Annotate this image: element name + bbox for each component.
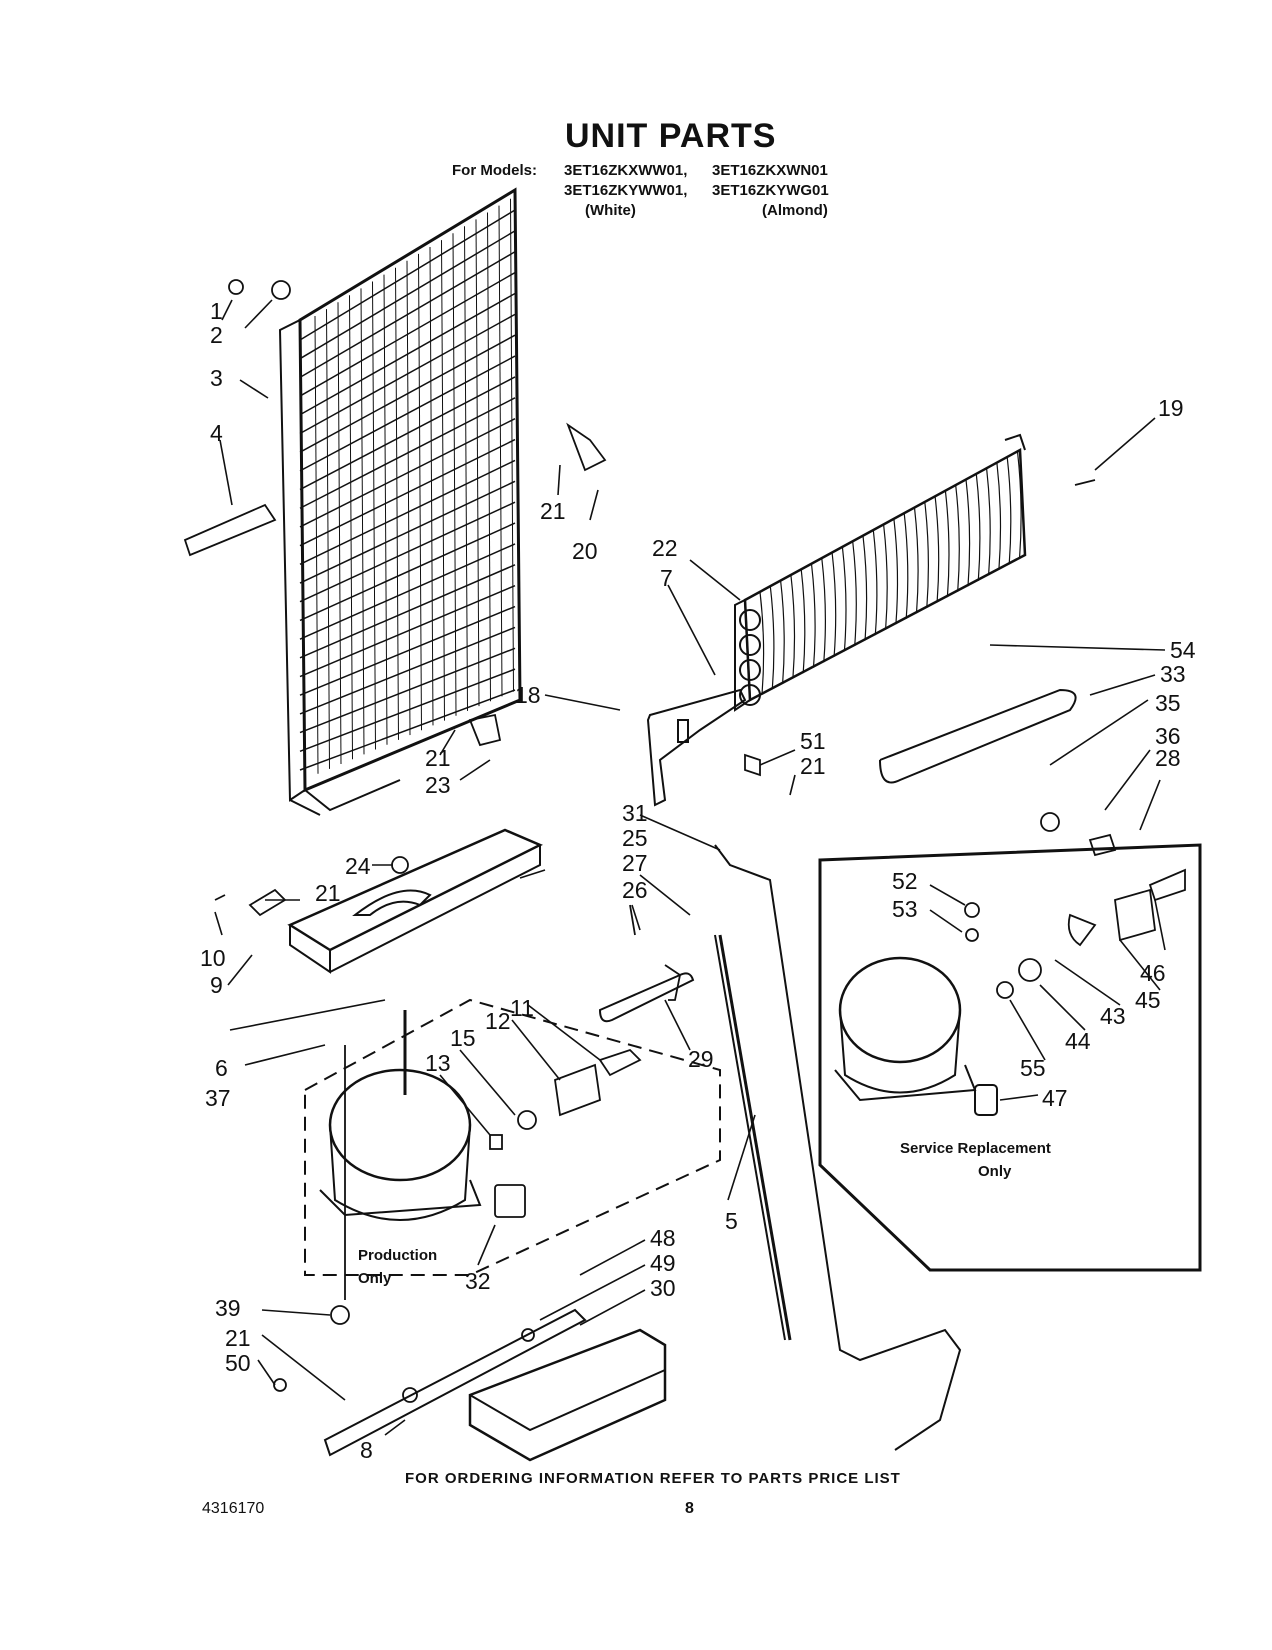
callout-26: 26 <box>622 877 648 903</box>
document-number: 4316170 <box>202 1500 265 1517</box>
compressor-service <box>834 956 977 1102</box>
callout-32: 32 <box>465 1268 491 1294</box>
callout-37: 37 <box>205 1085 231 1111</box>
callout-31: 31 <box>622 800 648 826</box>
callout-21-d: 21 <box>315 880 341 906</box>
page-title: UNIT PARTS <box>565 117 777 155</box>
model-number-1: 3ET16ZKXWW01, <box>564 162 688 179</box>
callout-20: 20 <box>572 538 598 564</box>
callout-27: 27 <box>622 850 648 876</box>
ordering-info-footer: FOR ORDERING INFORMATION REFER TO PARTS … <box>405 1470 901 1487</box>
callout-48: 48 <box>650 1225 676 1251</box>
callout-53: 53 <box>892 896 918 922</box>
condenser-coil <box>278 187 522 816</box>
compressor-production <box>319 1010 482 1221</box>
color-white-label: (White) <box>585 202 636 219</box>
drain-pan <box>287 828 543 974</box>
callout-22: 22 <box>652 535 678 561</box>
callout-18: 18 <box>515 682 541 708</box>
callout-3: 3 <box>210 365 223 391</box>
callout-50: 50 <box>225 1350 251 1376</box>
callout-36: 36 <box>1155 723 1181 749</box>
page-number: 8 <box>685 1500 694 1517</box>
service-note-line2: Only <box>978 1163 1012 1180</box>
callout-8: 8 <box>360 1437 373 1463</box>
callout-49: 49 <box>650 1250 676 1276</box>
callout-55: 55 <box>1020 1055 1046 1081</box>
callout-46: 46 <box>1140 960 1166 986</box>
service-box-outline <box>818 843 1202 1272</box>
callout-4: 4 <box>210 420 223 446</box>
callout-2: 2 <box>210 322 223 348</box>
callout-45: 45 <box>1135 987 1161 1013</box>
callout-21-c: 21 <box>425 745 451 771</box>
callout-23: 23 <box>425 772 451 798</box>
service-note-line1: Service Replacement <box>900 1140 1051 1157</box>
production-note-line1: Production <box>358 1247 438 1264</box>
callout-15: 15 <box>450 1025 476 1051</box>
callout-28: 28 <box>1155 745 1181 771</box>
callout-12: 12 <box>485 1008 511 1034</box>
callout-21-a: 21 <box>540 498 566 524</box>
production-note-line2: Only <box>358 1270 392 1287</box>
callout-39: 39 <box>215 1295 241 1321</box>
callout-21-e: 21 <box>225 1325 251 1351</box>
callout-52: 52 <box>892 868 918 894</box>
callout-43: 43 <box>1100 1003 1126 1029</box>
callout-7: 7 <box>660 565 673 591</box>
callout-51: 51 <box>800 728 826 754</box>
callout-19: 19 <box>1158 395 1184 421</box>
callout-29: 29 <box>688 1046 714 1072</box>
callout-1: 1 <box>210 298 223 324</box>
callout-24: 24 <box>345 853 371 879</box>
callout-33: 33 <box>1160 661 1186 687</box>
color-almond-label: (Almond) <box>762 202 828 219</box>
callout-54: 54 <box>1170 637 1196 663</box>
callout-9: 9 <box>210 972 223 998</box>
callout-25: 25 <box>622 825 648 851</box>
callout-10: 10 <box>200 945 226 971</box>
callout-6: 6 <box>215 1055 228 1081</box>
callout-13: 13 <box>425 1050 451 1076</box>
models-prefix: For Models: <box>452 162 537 179</box>
model-number-4: 3ET16ZKYWG01 <box>712 182 829 199</box>
callout-11: 11 <box>510 995 534 1021</box>
callout-35: 35 <box>1155 690 1181 716</box>
callout-30: 30 <box>650 1275 676 1301</box>
evaporator-coil <box>734 433 1027 712</box>
callout-44: 44 <box>1065 1028 1091 1054</box>
model-number-2: 3ET16ZKXWN01 <box>712 162 828 179</box>
callout-21-b: 21 <box>800 753 826 779</box>
callout-5: 5 <box>725 1208 738 1234</box>
callout-47: 47 <box>1042 1085 1068 1111</box>
model-number-3: 3ET16ZKYWW01, <box>564 182 688 199</box>
